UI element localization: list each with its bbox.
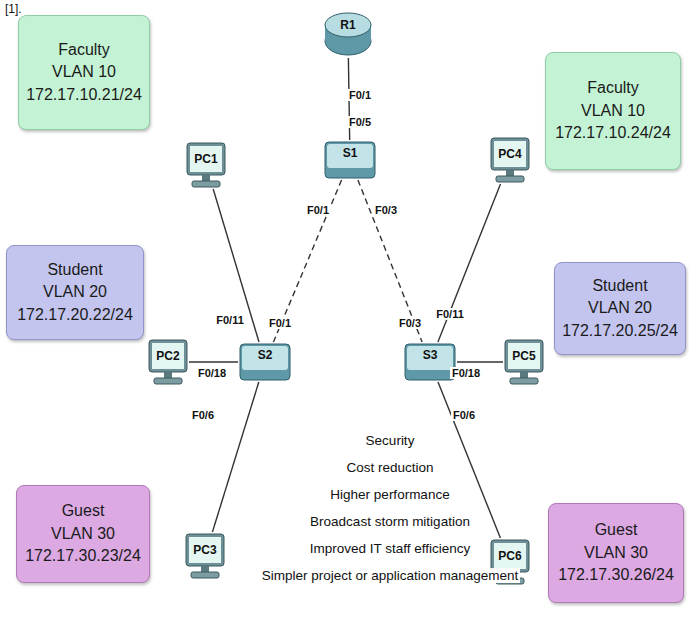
monitor-neck [506,170,514,176]
monitor-screen [189,537,221,563]
vlan-box: StudentVLAN 20172.17.20.22/24 [6,245,144,340]
port-label: F0/3 [397,317,423,329]
monitor-frame [491,138,529,170]
access-link [189,361,238,362]
vlan-text: 172.17.10.24/24 [555,122,671,144]
vlan-text: Guest [62,500,105,522]
switch-body [240,344,290,380]
device-name: PC2 [156,349,179,363]
vlan-text: 172.17.30.26/24 [558,564,674,586]
vlan-text: VLAN 20 [588,297,652,319]
device-name: PC1 [194,152,217,166]
access-link [457,361,503,362]
benefit-text: Security [364,433,417,448]
pc-base [154,378,182,384]
trunk-link [358,180,422,342]
switch-icon: S3 [404,343,456,381]
vlan-text: 172.17.30.23/24 [25,545,141,567]
pc-base [191,572,219,578]
pc-icon: PC4 [490,137,530,183]
monitor-screen [494,543,526,569]
monitor-frame [505,340,543,372]
device-name: S3 [423,348,438,362]
vlan-text: VLAN 30 [51,523,115,545]
pc-icon: PC1 [186,142,226,188]
pc-icon: PC5 [504,339,544,385]
monitor-frame [186,534,224,566]
device-name: S1 [343,146,358,160]
port-label: F0/11 [434,308,466,320]
vlan-text: VLAN 10 [52,61,116,83]
monitor-neck [164,372,172,378]
port-label: F0/18 [450,367,482,379]
port-label: F0/18 [196,367,228,379]
benefit-text: Cost reduction [344,460,435,475]
vlan-text: Faculty [587,77,639,99]
router-icon: R1 [324,11,372,57]
port-label: F0/3 [373,204,399,216]
vlan-box: FacultyVLAN 10172.17.10.24/24 [545,52,681,170]
vlan-text: 172.17.20.25/24 [562,320,678,342]
switch-body [325,142,375,178]
router-shape [324,11,372,57]
monitor-frame [187,143,225,175]
port-label: F0/6 [190,409,216,421]
vlan-text: 172.17.10.21/24 [26,84,142,106]
switch-top [407,346,453,370]
monitor-neck [520,372,528,378]
benefit-text: Improved IT staff efficiency [308,541,473,556]
port-label: F0/1 [347,89,373,101]
device-name: R1 [340,18,355,32]
vlan-text: Student [47,259,102,281]
vlan-box: GuestVLAN 30172.17.30.23/24 [16,485,150,583]
device-name: PC3 [193,543,216,557]
monitor-neck [201,566,209,572]
port-label: F0/1 [267,317,293,329]
port-label: F0/6 [451,409,477,421]
vlan-box: GuestVLAN 30172.17.30.26/24 [548,503,684,603]
benefit-text: Simpler project or application managemen… [260,568,521,583]
vlan-box: StudentVLAN 20172.17.20.25/24 [554,262,686,355]
vlan-text: Student [592,275,647,297]
device-name: S2 [258,348,273,362]
device-name: PC5 [512,349,535,363]
switch-icon: S2 [239,343,291,381]
monitor-screen [152,343,184,369]
vlan-text: Guest [595,519,638,541]
router-top [325,13,371,37]
vlan-text: 172.17.20.22/24 [17,304,133,326]
pc-icon: PC2 [148,339,188,385]
switch-top [327,144,373,168]
pc-base [192,181,220,187]
vlan-text: VLAN 10 [581,100,645,122]
pc-base [496,176,524,182]
monitor-screen [190,146,222,172]
monitor-screen [494,141,526,167]
vlan-text: VLAN 20 [43,281,107,303]
vlan-box: FacultyVLAN 10172.17.10.21/24 [18,15,150,130]
access-link [212,382,258,532]
switch-icon: S1 [324,141,376,179]
monitor-screen [508,343,540,369]
vlan-text: Faculty [58,39,110,61]
reference-note: [1]. [3,2,24,16]
port-label: F0/11 [214,314,246,326]
monitor-frame [149,340,187,372]
benefit-text: Higher performance [328,487,451,502]
vlan-text: VLAN 30 [584,542,648,564]
switch-body [405,344,455,380]
benefit-text: Broadcast storm mitigation [308,514,472,529]
device-name: PC4 [498,147,521,161]
device-name: PC6 [498,549,521,563]
port-label: F0/5 [347,116,373,128]
pc-base [510,378,538,384]
port-label: F0/1 [305,204,331,216]
access-link [213,189,259,342]
pc-icon: PC3 [185,533,225,579]
monitor-neck [202,175,210,181]
switch-top [242,346,288,370]
